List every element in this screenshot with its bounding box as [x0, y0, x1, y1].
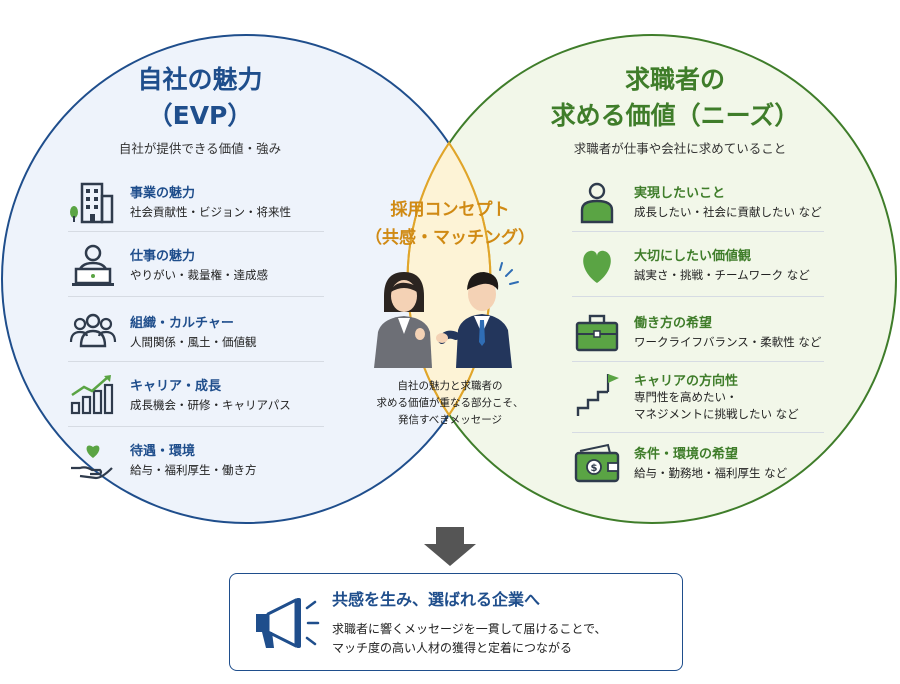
needs-title: 求職者の 求める価値（ニーズ） [550, 65, 800, 130]
laptop-worker-icon [72, 244, 114, 286]
man-figure [436, 262, 519, 368]
needs-item-desc: 誠実さ・挑戦・チームワーク など [634, 268, 810, 282]
briefcase-icon [575, 314, 619, 352]
result-box: 共感を生み、選ばれる企業へ 求職者に響くメッセージを一貫して届けることで、 マッ… [229, 573, 683, 671]
evp-item-title: 組織・カルチャー [130, 316, 234, 331]
needs-item-desc: 専門性を高めたい・ マネジメントに挑戦したい など [634, 390, 799, 421]
needs-item-title: 条件・環境の希望 [634, 447, 739, 462]
evp-item-title: 待遇・環境 [130, 444, 196, 459]
needs-item-conditions: $ 条件・環境の希望 給与・勤務地・福利厚生 など [572, 441, 862, 493]
concept-title: 採用コンセプト （共感・マッチング） [365, 200, 535, 248]
needs-item-title: 大切にしたい価値観 [634, 249, 752, 264]
team-icon [69, 313, 117, 348]
result-description: 求職者に響くメッセージを一貫して届けることで、 マッチ度の高い人材の獲得と定着に… [332, 622, 607, 655]
evp-item-culture: 組織・カルチャー 人間関係・風土・価値観 [68, 310, 338, 362]
needs-item-desc: ワークライフバランス・柔軟性 など [634, 335, 822, 349]
needs-item-title: キャリアの方向性 [634, 374, 739, 389]
evp-item-desc: 給与・福利厚生・働き方 [130, 463, 257, 477]
evp-title: 自社の魅力 （EVP） [137, 65, 263, 130]
person-icon [580, 182, 614, 224]
evp-item-desc: 社会貢献性・ビジョン・将来性 [130, 205, 291, 219]
growth-chart-icon [70, 375, 114, 415]
needs-item-title: 働き方の希望 [634, 316, 713, 331]
handshake-people-illustration [374, 262, 519, 368]
evp-item-benefits: 待遇・環境 給与・福利厚生・働き方 [68, 438, 338, 490]
flag-stairs-icon [576, 374, 619, 416]
needs-item-desc: 給与・勤務地・福利厚生 など [634, 466, 788, 480]
needs-item-workstyle: 働き方の希望 ワークライフバランス・柔軟性 など [572, 310, 862, 362]
needs-item-desc: 成長したい・社会に貢献したい など [634, 205, 822, 219]
concept-description: 自社の魅力と求職者の 求める価値が重なる部分こそ、 発信すべきメッセージ [376, 380, 524, 426]
evp-item-title: キャリア・成長 [130, 379, 222, 394]
needs-item-career-direction: キャリアの方向性 専門性を高めたい・ マネジメントに挑戦したい など [572, 368, 862, 426]
needs-item-title: 実現したいこと [634, 186, 726, 201]
evp-item-business: 事業の魅力 社会貢献性・ビジョン・将来性 [68, 180, 338, 232]
needs-item-goals: 実現したいこと 成長したい・社会に貢献したい など [572, 180, 862, 232]
needs-item-values: 大切にしたい価値観 誠実さ・挑戦・チームワーク など [572, 243, 862, 295]
heart-hand-icon [71, 445, 113, 480]
evp-item-title: 事業の魅力 [130, 186, 196, 201]
evp-item-desc: 成長機会・研修・キャリアパス [130, 398, 291, 412]
woman-figure [374, 272, 432, 368]
evp-item-career: キャリア・成長 成長機会・研修・キャリアパス [68, 373, 338, 425]
megaphone-icon [256, 598, 320, 648]
result-title: 共感を生み、選ばれる企業へ [332, 590, 541, 609]
down-arrow-icon [424, 527, 476, 566]
evp-item-desc: やりがい・裁量権・達成感 [130, 268, 268, 282]
evp-subtitle: 自社が提供できる価値・強み [118, 141, 282, 156]
needs-subtitle: 求職者が仕事や会社に求めていること [573, 141, 787, 156]
evp-item-desc: 人間関係・風土・価値観 [130, 335, 257, 349]
evp-item-title: 仕事の魅力 [130, 249, 196, 264]
svg-text:$: $ [591, 463, 598, 474]
wallet-icon: $ [574, 443, 620, 483]
heart-icon [583, 250, 611, 283]
building-icon [70, 182, 114, 224]
evp-item-work: 仕事の魅力 やりがい・裁量権・達成感 [68, 243, 338, 295]
